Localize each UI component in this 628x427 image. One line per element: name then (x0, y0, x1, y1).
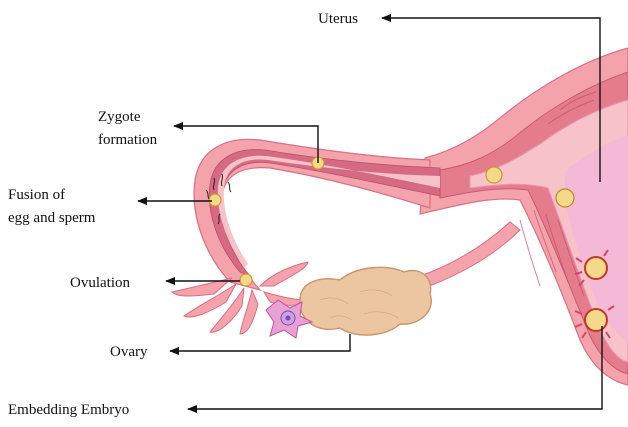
embedding-embryo-cell (585, 309, 607, 331)
label-uterus: Uterus (318, 11, 358, 27)
label-fusion-line1: Fusion of (8, 187, 65, 203)
label-ovulation: Ovulation (70, 275, 130, 291)
label-embedding: Embedding Embryo (8, 402, 129, 418)
label-zygote-line2: formation (98, 132, 158, 148)
egg-ovulation (240, 274, 252, 286)
labels: Uterus Zygote formation Fusion of egg an… (8, 11, 358, 418)
ovary-body (300, 267, 431, 335)
egg-fusion (209, 194, 221, 206)
label-ovary: Ovary (110, 344, 148, 360)
label-zygote-line1: Zygote (98, 109, 141, 125)
blastocyst (585, 257, 607, 279)
label-fusion-line2: egg and sperm (8, 210, 96, 226)
morula (556, 189, 574, 207)
cleavage-cell (486, 167, 502, 183)
ovary-leader (170, 334, 350, 351)
embedding-leader (188, 326, 602, 409)
uterus-body (420, 48, 628, 385)
ovarian-ligament (420, 222, 520, 288)
